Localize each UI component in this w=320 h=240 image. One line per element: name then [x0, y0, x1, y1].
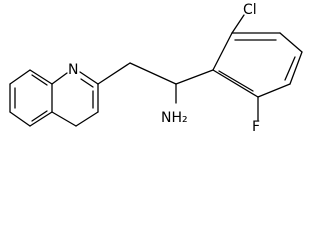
ethyl-linker — [97, 62, 214, 104]
molecule-structure: Cl N NH₂ F — [9, 2, 303, 135]
quinoline-benzo-ring — [9, 69, 53, 127]
fluorine-atom-label: F — [252, 119, 260, 135]
amine-group-label: NH₂ — [161, 110, 188, 126]
halophenyl-ring — [212, 14, 303, 121]
nitrogen-atom-label: N — [68, 62, 78, 78]
chlorine-atom-label: Cl — [243, 2, 257, 18]
quinoline-pyridine-ring — [51, 71, 99, 127]
